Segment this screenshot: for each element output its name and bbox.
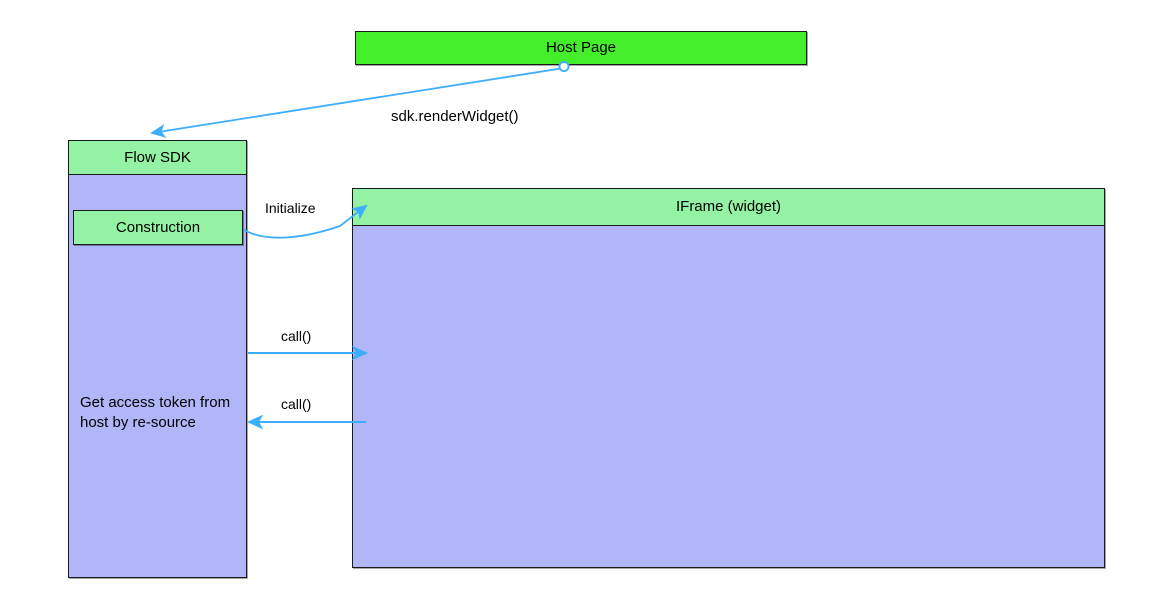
node-iframe[interactable]: IFrame (widget) <box>352 188 1105 568</box>
node-iframe-header: IFrame (widget) <box>353 189 1104 226</box>
edge-label-initialize: Initialize <box>265 200 316 216</box>
edge-label-sdk-render-widget: sdk.renderWidget() <box>391 108 519 125</box>
node-iframe-label: IFrame (widget) <box>675 198 782 216</box>
node-host-page-label: Host Page <box>545 39 617 57</box>
node-flow-sdk-body-text: Get access token from host by re-source <box>80 394 231 431</box>
node-flow-sdk-header: Flow SDK <box>69 141 246 175</box>
node-construction[interactable]: Construction <box>73 210 243 245</box>
node-host-page[interactable]: Host Page <box>355 31 807 65</box>
edge-label-call-2: call() <box>281 396 312 412</box>
edge-label-call-1: call() <box>281 328 312 344</box>
node-construction-label: Construction <box>115 218 201 236</box>
node-flow-sdk-label: Flow SDK <box>124 148 191 166</box>
node-flow-sdk[interactable]: Flow SDK <box>68 140 247 578</box>
